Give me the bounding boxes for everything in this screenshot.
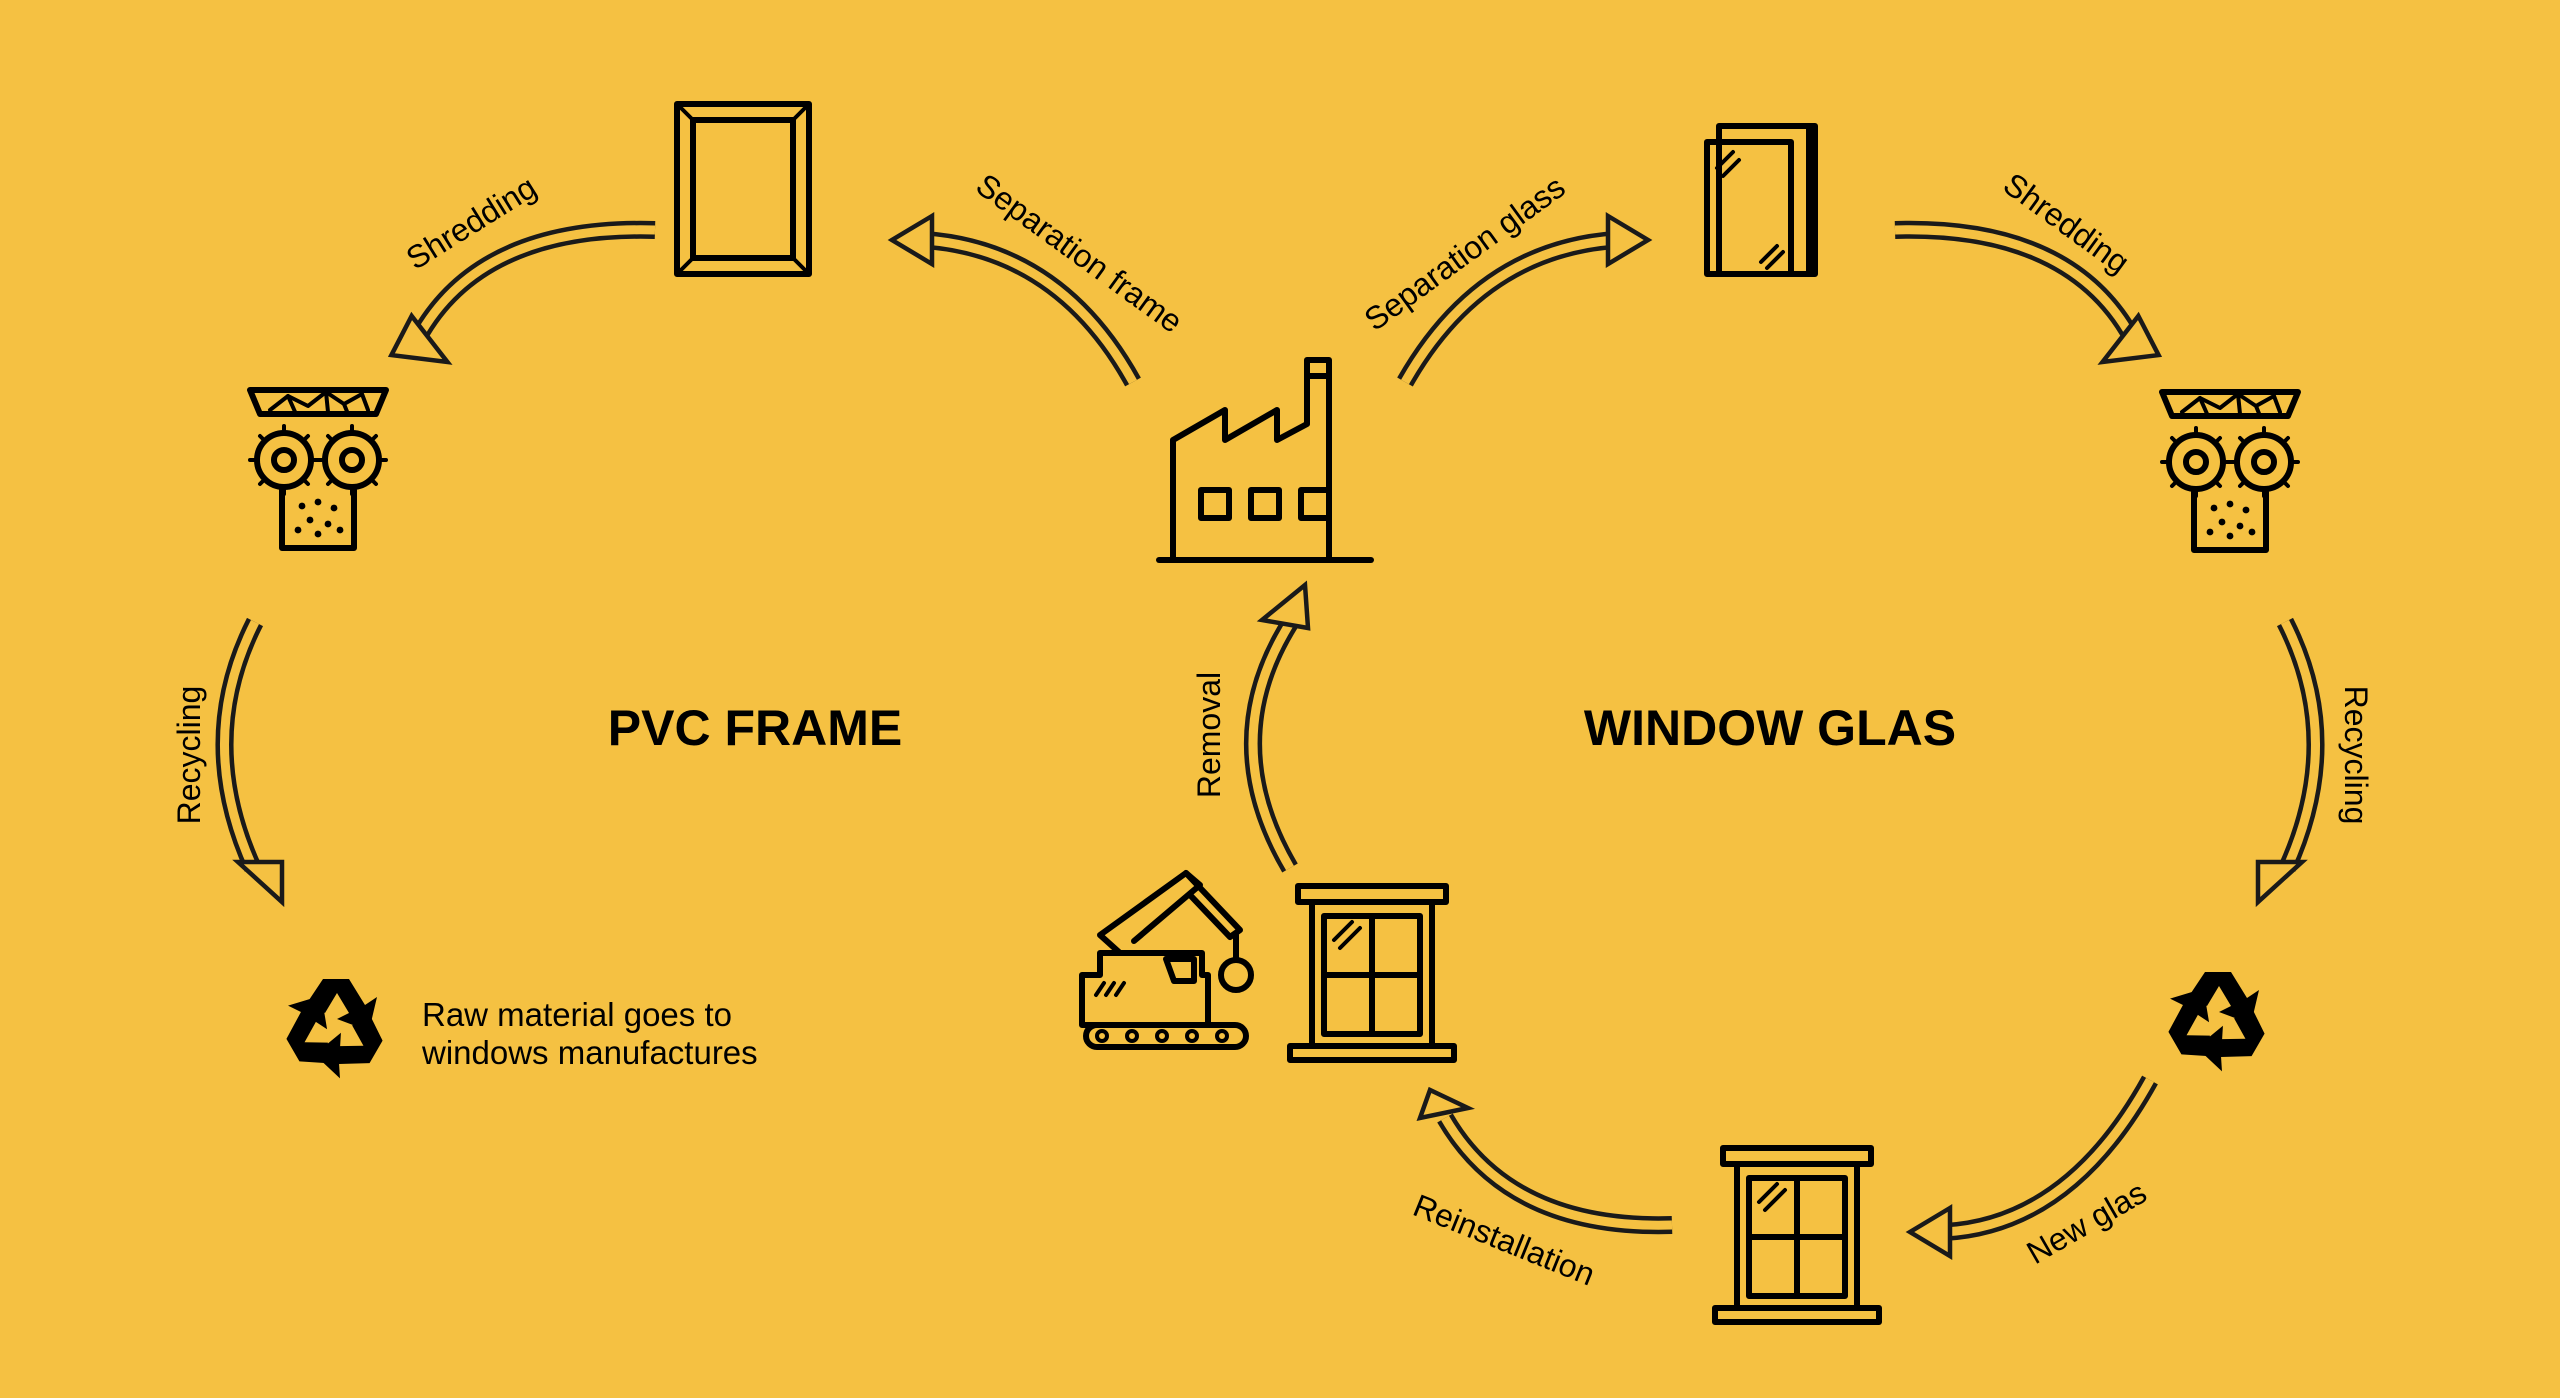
picture-frame-icon (674, 101, 812, 277)
label-shredding-left: Shredding (400, 169, 543, 277)
label-reinstallation: Reinstallation (1408, 1187, 1600, 1292)
label-recycling-left: Recycling (171, 686, 207, 825)
label-removal: Removal (1191, 672, 1227, 798)
recycle-right-icon (2154, 972, 2272, 1080)
glass-panes-icon (1704, 123, 1818, 277)
window-middle-icon (1290, 886, 1454, 1060)
shredder-right-icon (2162, 392, 2298, 550)
recycle-left-icon (272, 979, 390, 1087)
window-glas-title: WINDOW GLAS (1584, 700, 1956, 756)
note-line-2: windows manufactures (421, 1034, 758, 1071)
note-line-1: Raw material goes to (422, 996, 732, 1033)
pvc-frame-title: PVC FRAME (608, 700, 902, 756)
label-new-glas: New glas (2021, 1174, 2153, 1271)
window-bottom-icon (1715, 1148, 1879, 1322)
label-recycling-right: Recycling (2338, 686, 2374, 825)
excavator-icon (1079, 870, 1254, 1050)
factory-icon (1156, 357, 1374, 563)
shredder-left-icon (250, 390, 386, 548)
